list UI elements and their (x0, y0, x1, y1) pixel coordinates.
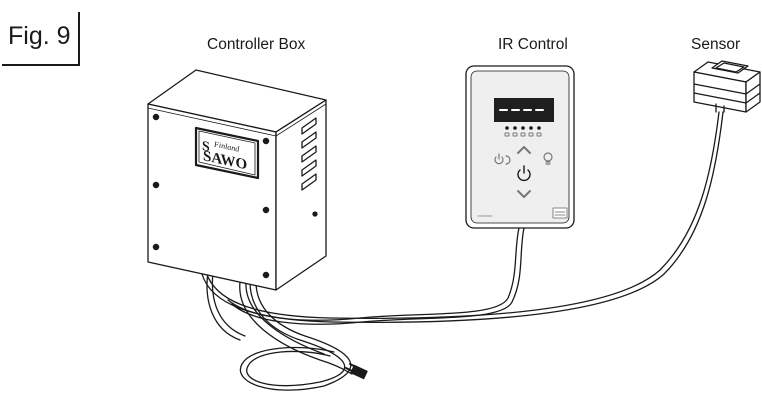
figure-label-box: Fig. 9 (2, 12, 80, 66)
controller-box-caption: Controller Box (207, 36, 306, 53)
on-off-icon (494, 153, 511, 165)
svg-text:S: S (202, 138, 210, 156)
ir-control-panel (465, 65, 575, 229)
controller-box (147, 69, 327, 291)
ir-control-caption: IR Control (498, 36, 568, 53)
figure-label: Fig. 9 (8, 22, 71, 50)
power-icon (517, 165, 531, 182)
down-icon (517, 190, 531, 198)
sensor-caption: Sensor (691, 36, 741, 53)
light-bulb-icon (543, 152, 553, 165)
controller-wires (206, 271, 246, 341)
power-cable (239, 281, 368, 391)
sensor (693, 60, 761, 113)
up-icon (517, 146, 531, 154)
